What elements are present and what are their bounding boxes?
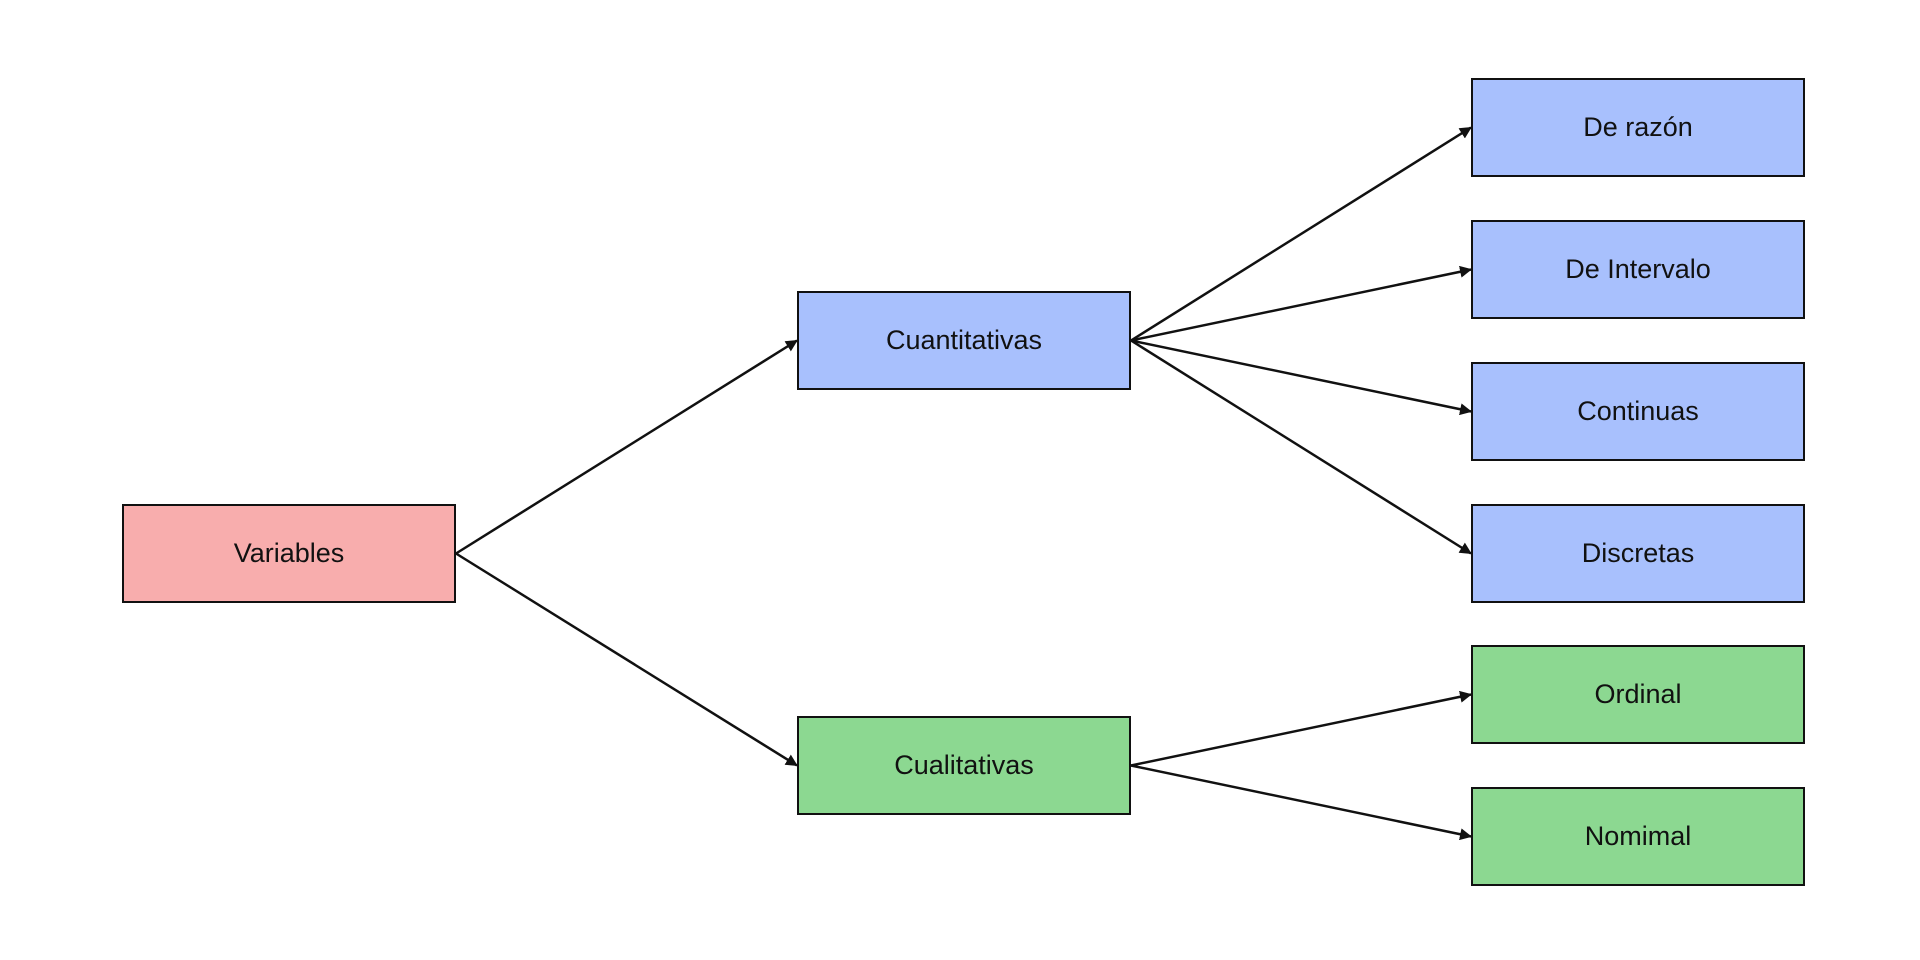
node-label: Variables [233, 538, 345, 568]
node-cualitativas: Cualitativas [797, 716, 1131, 815]
edge-cuantitativas-to-continuas [1130, 339, 1472, 416]
node-continuas: Continuas [1471, 362, 1805, 461]
node-label: Nomimal [1584, 821, 1692, 851]
node-discretas: Discretas [1471, 504, 1805, 603]
edge-root-to-cuantitativas [455, 339, 798, 555]
node-label: Cuantitativas [885, 325, 1043, 355]
edge-cuantitativas-to-discretas [1130, 339, 1472, 555]
node-de-razon: De razón [1471, 78, 1805, 177]
node-label: De Intervalo [1565, 254, 1711, 284]
node-label: De razón [1583, 112, 1693, 142]
node-label: Discretas [1581, 538, 1695, 568]
edge-cualitativas-to-ordinal [1130, 690, 1472, 767]
node-variables: Variables [122, 504, 456, 603]
node-cuantitativas: Cuantitativas [797, 291, 1131, 390]
edge-cualitativas-to-nomimal [1130, 764, 1472, 841]
node-label: Continuas [1577, 396, 1699, 426]
edge-cuantitativas-to-de_razon [1130, 126, 1472, 342]
edge-root-to-cualitativas [455, 552, 798, 767]
node-de-intervalo: De Intervalo [1471, 220, 1805, 319]
node-nomimal: Nomimal [1471, 787, 1805, 886]
node-label: Ordinal [1594, 679, 1682, 709]
node-label: Cualitativas [894, 750, 1034, 780]
edge-cuantitativas-to-de_intervalo [1130, 265, 1472, 342]
node-ordinal: Ordinal [1471, 645, 1805, 744]
